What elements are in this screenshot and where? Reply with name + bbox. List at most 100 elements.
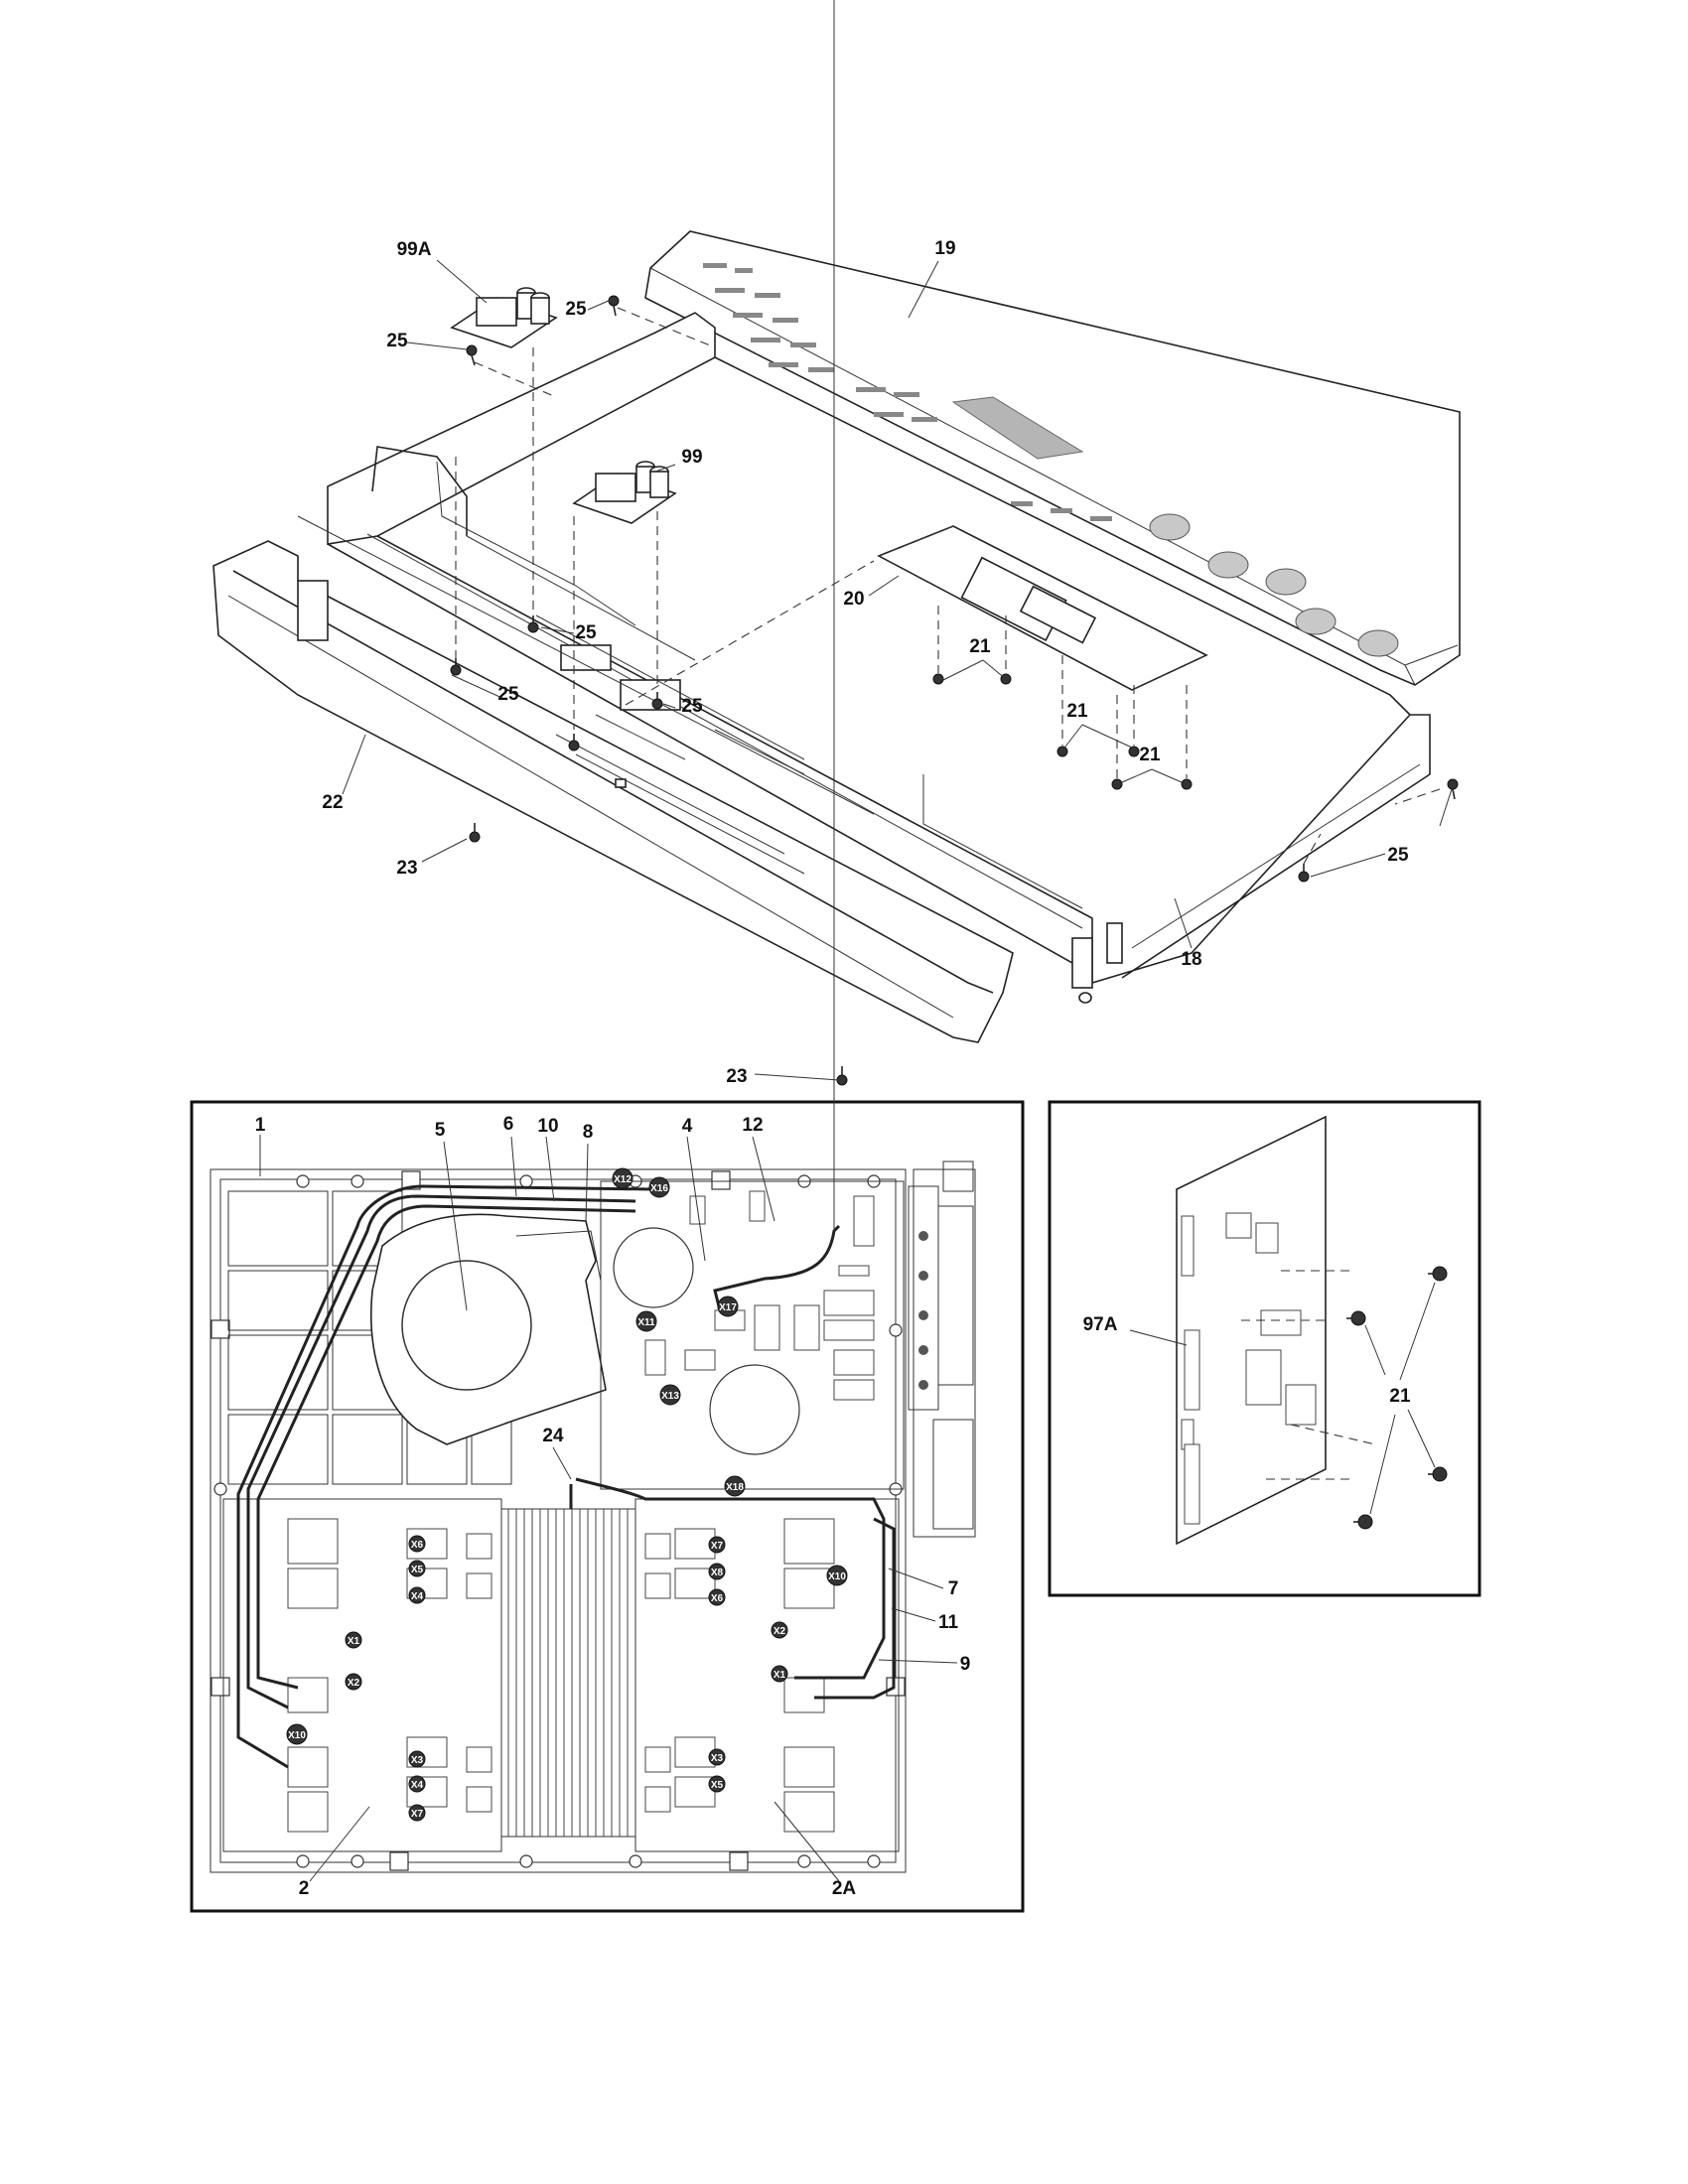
svg-text:X8: X8 [711, 1568, 724, 1578]
tag-x18: X18 [724, 1475, 746, 1497]
control-board-panel: 97A 21 [1048, 1100, 1481, 1597]
svg-text:X1: X1 [774, 1670, 786, 1681]
tag-x1-right: X1 [771, 1665, 788, 1683]
control-panel-assembly: 99A 99 19 20 21 21 21 25 25 25 25 25 25 … [212, 230, 1461, 1087]
callout-23-a: 23 [396, 858, 417, 879]
svg-text:X5: X5 [711, 1780, 724, 1791]
tag-x4-left: X4 [408, 1586, 426, 1604]
screw-23-b [836, 1066, 848, 1086]
transformer-board-99a [450, 287, 558, 348]
callout-99a: 99A [397, 239, 432, 260]
tag-x6-right: X6 [708, 1588, 726, 1606]
svg-text:X13: X13 [661, 1391, 679, 1402]
screw-25-d [450, 658, 462, 676]
callout-19: 19 [934, 238, 955, 259]
svg-text:X12: X12 [614, 1174, 632, 1185]
callout-11: 11 [938, 1612, 959, 1633]
callout-25-e: 25 [681, 696, 703, 717]
tag-x5-left: X5 [408, 1560, 426, 1577]
callout-2: 2 [299, 1878, 310, 1899]
screw-21-c [1056, 746, 1068, 757]
svg-text:X7: X7 [711, 1541, 724, 1552]
callout-24: 24 [542, 1426, 564, 1446]
callout-23-b: 23 [726, 1066, 747, 1087]
callout-12: 12 [742, 1115, 763, 1136]
board-screws-21 [1346, 1266, 1448, 1530]
control-board-97a [1176, 1115, 1327, 1546]
board-screw-a [1428, 1266, 1448, 1282]
callout-21-b: 21 [1066, 701, 1088, 722]
svg-text:X2: X2 [348, 1678, 360, 1689]
induction-board-right [634, 1498, 900, 1852]
induction-frame-border [190, 1100, 1025, 1913]
screw-25-a [608, 295, 620, 317]
callout-6: 6 [503, 1114, 514, 1135]
tag-x7-left: X7 [408, 1804, 426, 1822]
svg-text:X18: X18 [726, 1482, 744, 1493]
svg-text:X6: X6 [411, 1540, 424, 1551]
screw-25-c [527, 615, 539, 633]
svg-text:X2: X2 [774, 1626, 786, 1637]
induction-board-panel: X12 X16 X17 X11 X13 X18 X10 X10 X1 X2 X6… [190, 0, 1025, 1913]
svg-text:X11: X11 [637, 1317, 655, 1328]
blower-fan [370, 1213, 607, 1445]
callout-5: 5 [435, 1120, 446, 1141]
svg-text:X1: X1 [348, 1636, 360, 1647]
tag-x10-right: X10 [826, 1565, 848, 1586]
callout-20: 20 [843, 589, 864, 610]
tag-x10-left: X10 [286, 1723, 308, 1745]
front-trim [212, 540, 1014, 1043]
screw-21-a [932, 673, 944, 685]
callout-10: 10 [537, 1116, 558, 1137]
board-screw-c [1428, 1466, 1448, 1482]
wire-harnesses [236, 0, 896, 1769]
console-frame [327, 312, 1431, 1004]
ui-control-board [877, 525, 1208, 691]
callout-25-a: 25 [565, 299, 587, 320]
callout-1: 1 [255, 1115, 266, 1136]
control-panel-overlay [644, 230, 1461, 686]
screw-21-f [1181, 778, 1193, 790]
screw-25-g [1447, 778, 1459, 800]
board-screw-b [1346, 1310, 1366, 1326]
tag-x17: X17 [717, 1296, 739, 1317]
leader-lines [342, 259, 1453, 1081]
transformer-board-99 [572, 461, 677, 524]
svg-text:X16: X16 [650, 1183, 668, 1194]
tag-x4-left-b: X4 [408, 1775, 426, 1793]
callout-25-d: 25 [497, 684, 519, 705]
callout-2a: 2A [832, 1878, 857, 1899]
svg-text:X10: X10 [828, 1571, 846, 1582]
console-inner [297, 446, 875, 815]
svg-text:X7: X7 [411, 1809, 424, 1820]
svg-text:X3: X3 [411, 1755, 424, 1766]
screw-25-h [1298, 864, 1310, 883]
screw-21-e [1111, 778, 1123, 790]
screw-25-e [568, 734, 580, 751]
tag-x11: X11 [635, 1310, 657, 1332]
tag-x5-right: X5 [708, 1775, 726, 1793]
control-board-frame-border [1048, 1100, 1481, 1597]
svg-text:X3: X3 [711, 1753, 724, 1764]
induction-board-left [222, 1498, 502, 1852]
svg-text:X4: X4 [411, 1780, 424, 1791]
tag-x3-right: X3 [708, 1748, 726, 1766]
svg-text:X10: X10 [288, 1730, 306, 1741]
callout-9: 9 [960, 1654, 971, 1675]
callout-22: 22 [322, 792, 343, 813]
callout-25-f: 25 [1387, 845, 1409, 866]
callout-99: 99 [681, 447, 702, 468]
callout-97a: 97A [1083, 1314, 1118, 1335]
callout-8: 8 [583, 1122, 594, 1143]
screw-25-f [651, 692, 663, 710]
callout-21-board: 21 [1389, 1386, 1411, 1407]
board-leader-lines [259, 1135, 958, 1882]
tag-x2-left: X2 [345, 1673, 362, 1691]
svg-text:X17: X17 [719, 1302, 737, 1313]
callout-21-a: 21 [969, 636, 991, 657]
callout-21-c: 21 [1139, 745, 1161, 765]
tag-x3-left: X3 [408, 1750, 426, 1768]
callout-18: 18 [1181, 949, 1201, 970]
heat-sink [500, 1508, 636, 1838]
